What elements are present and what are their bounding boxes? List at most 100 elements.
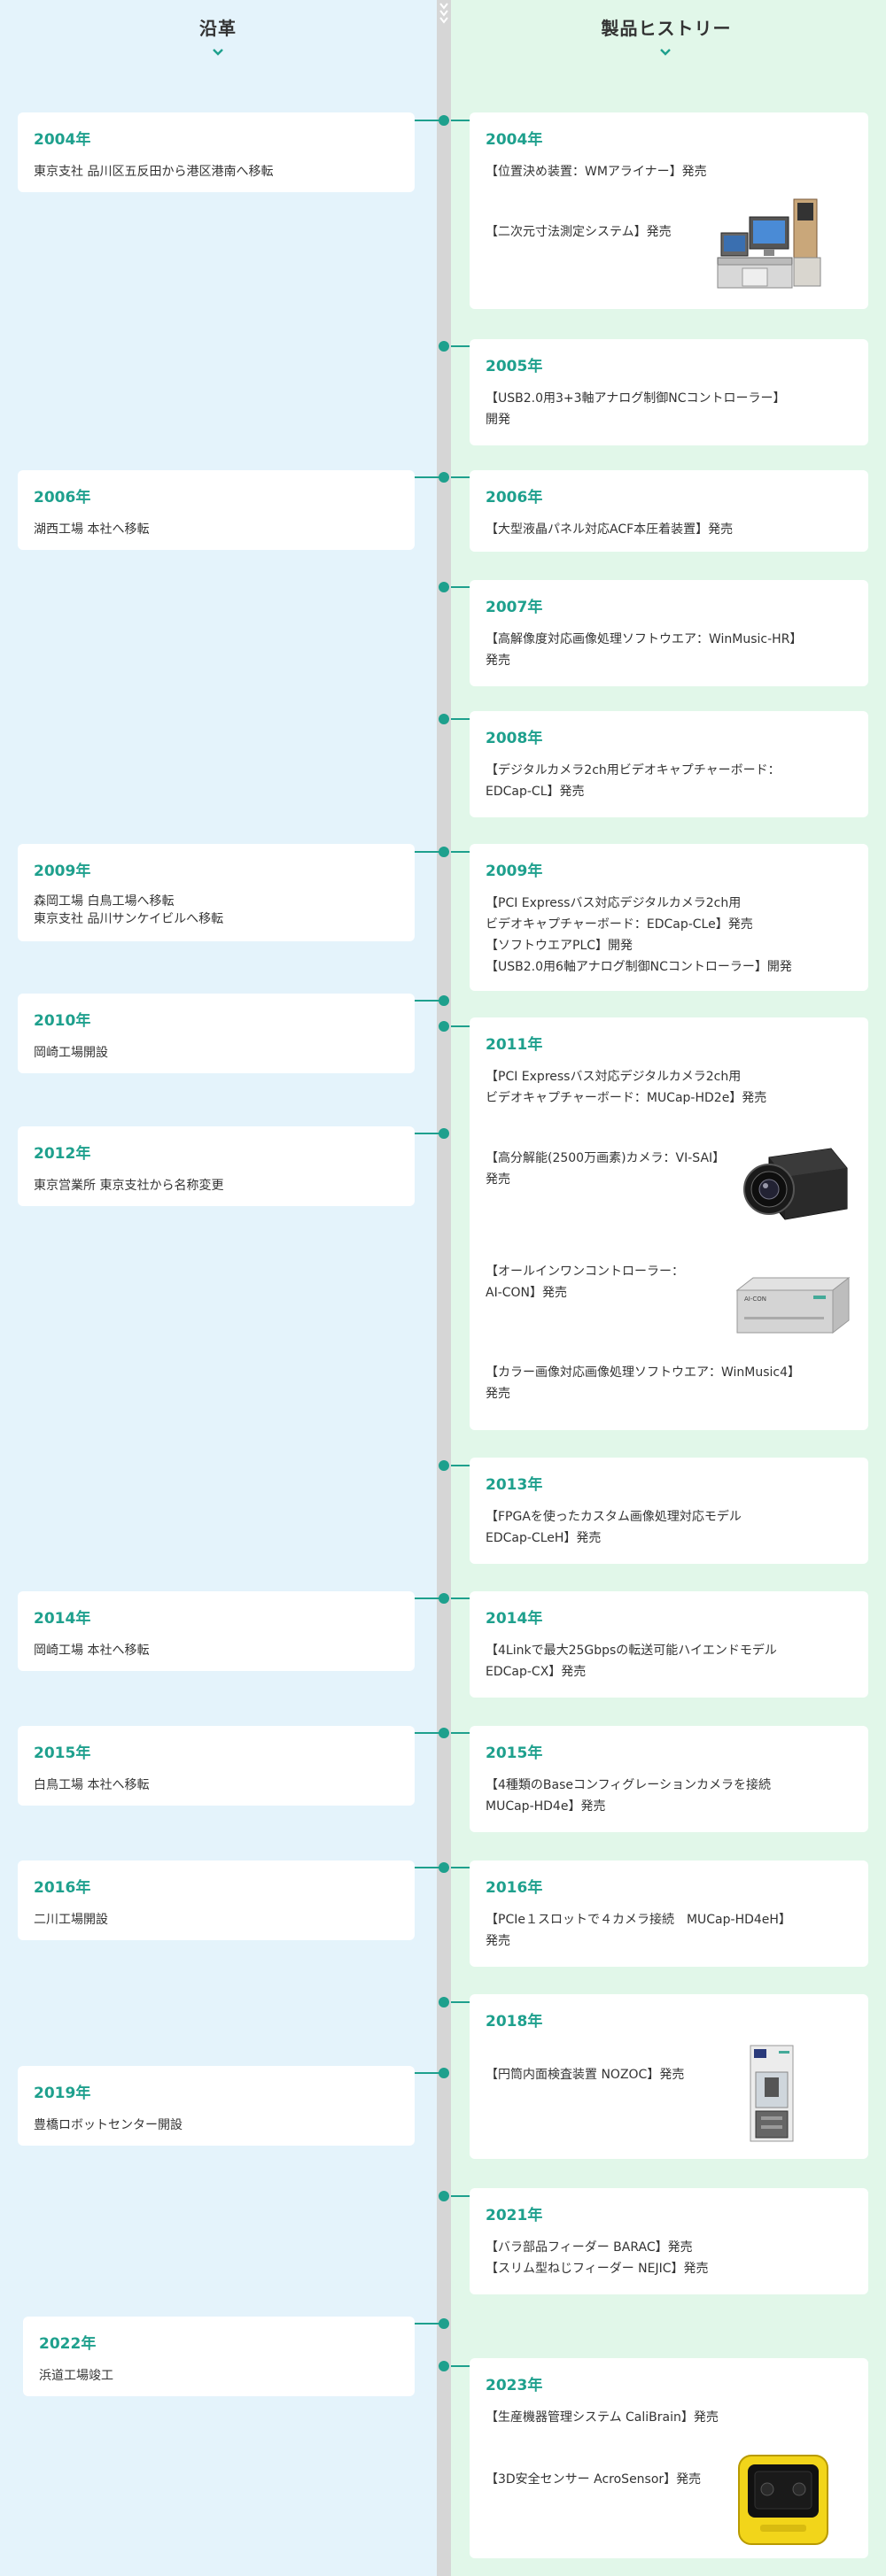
product-card-2015: 2015年 【4種類のBaseコンフィグレーションカメラを接続 MUCap-HD… xyxy=(470,1726,868,1832)
timeline-dot xyxy=(439,2318,449,2329)
measurement-system-icon xyxy=(717,198,821,289)
product-text: 【デジタルカメラ2ch用ビデオキャプチャーボード： xyxy=(486,763,781,777)
product-text: 【ソフトウエアPLC】開発 xyxy=(486,939,633,953)
connector xyxy=(451,1732,470,1734)
product-history-title: 製品ヒストリー xyxy=(601,18,732,39)
connector xyxy=(415,1732,444,1734)
history-card-2022: 2022年 浜道工場竣工 xyxy=(23,2317,415,2396)
connector xyxy=(451,1597,470,1599)
timeline-dot xyxy=(439,1460,449,1471)
history-card-2004: 2004年 東京支社 品川区五反田から港区港南へ移転 xyxy=(18,112,415,192)
product-text: 【PCI Expressバス対応デジタルカメラ2ch用 xyxy=(486,896,742,910)
product-year: 2015年 xyxy=(486,1744,543,1762)
product-card-2014: 2014年 【4Linkで最大25Gbpsの転送可能ハイエンドモデル EDCap… xyxy=(470,1591,868,1698)
product-text: 開発 xyxy=(486,413,510,427)
timeline-dot xyxy=(439,995,449,1006)
connector xyxy=(451,2365,470,2367)
product-year: 2008年 xyxy=(486,730,543,747)
timeline-dot xyxy=(439,1862,449,1873)
history-year: 2010年 xyxy=(34,1012,91,1030)
chevron-down-icon xyxy=(213,49,223,56)
sensor-icon xyxy=(738,2455,828,2545)
product-year: 2006年 xyxy=(486,489,543,507)
product-year: 2023年 xyxy=(486,2377,543,2394)
history-card-2006: 2006年 湖西工場 本社へ移転 xyxy=(18,470,415,550)
product-card-2016: 2016年 【PCIe１スロットで４カメラ接続 MUCap-HD4eH】 発売 xyxy=(470,1860,868,1967)
connector xyxy=(451,1465,470,1466)
history-text: 東京支社 品川区五反田から港区港南へ移転 xyxy=(34,165,274,179)
product-text: ビデオキャプチャーボード：MUCap-HD2e】発売 xyxy=(486,1091,767,1105)
history-year: 2014年 xyxy=(34,1610,91,1628)
product-text: 【USB2.0用6軸アナログ制御NCコントローラー】開発 xyxy=(486,960,792,974)
product-text: EDCap-CX】発売 xyxy=(486,1665,587,1679)
controller-label: AI-CON xyxy=(744,1296,766,1303)
product-year: 2007年 xyxy=(486,599,543,616)
connector xyxy=(451,1867,470,1868)
product-card-2021: 2021年 【バラ部品フィーダー BARAC】発売 【スリム型ねじフィーダー N… xyxy=(470,2188,868,2294)
product-card-2023: 2023年 【生産機器管理システム CaliBrain】発売 【3D安全センサー… xyxy=(470,2358,868,2558)
product-card-2018: 2018年 【円筒内面検査装置 NOZOC】発売 xyxy=(470,1994,868,2159)
product-card-2005: 2005年 【USB2.0用3+3軸アナログ制御NCコントローラー】 開発 xyxy=(470,339,868,445)
connector xyxy=(415,476,444,478)
product-text: 【4種類のBaseコンフィグレーションカメラを接続 xyxy=(486,1778,772,1792)
history-card-2015: 2015年 白鳥工場 本社へ移転 xyxy=(18,1726,415,1806)
product-text: 発売 xyxy=(486,1172,510,1187)
product-text: 発売 xyxy=(486,1934,510,1948)
history-title: 沿革 xyxy=(199,18,237,39)
connector xyxy=(415,1000,444,1002)
connector xyxy=(415,1597,444,1599)
history-text: 岡崎工場 本社へ移転 xyxy=(34,1644,150,1658)
connector xyxy=(451,345,470,347)
connector xyxy=(451,586,470,588)
timeline-dot xyxy=(439,472,449,483)
timeline-dot xyxy=(439,1593,449,1604)
timeline-dot xyxy=(439,2068,449,2078)
connector xyxy=(415,120,444,121)
product-card-2004: 2004年 【位置決め装置：WMアライナー】発売 【二次元寸法測定システム】発売 xyxy=(470,112,868,309)
timeline-dot xyxy=(439,2191,449,2201)
product-card-2009: 2009年 【PCI Expressバス対応デジタルカメラ2ch用 ビデオキャプ… xyxy=(470,844,868,991)
product-text: ビデオキャプチャーボード：EDCap-CLe】発売 xyxy=(486,917,753,932)
history-card-2014: 2014年 岡崎工場 本社へ移転 xyxy=(18,1591,415,1671)
history-year: 2016年 xyxy=(34,1879,91,1897)
product-text: 【高解像度対応画像処理ソフトウエア：WinMusic-HR】 xyxy=(486,632,803,646)
timeline-dot xyxy=(439,341,449,352)
history-year: 2022年 xyxy=(39,2335,97,2353)
product-year: 2013年 xyxy=(486,1476,543,1494)
inspection-machine-icon xyxy=(750,2045,794,2142)
history-year: 2009年 xyxy=(34,863,91,880)
history-year: 2019年 xyxy=(34,2085,91,2102)
timeline-dot xyxy=(439,847,449,857)
history-text: 岡崎工場開設 xyxy=(34,1046,108,1060)
history-text: 森岡工場 白鳥工場へ移転 xyxy=(34,894,175,909)
history-card-2016: 2016年 二川工場開設 xyxy=(18,1860,415,1940)
product-card-2006: 2006年 【大型液晶パネル対応ACF本圧着装置】発売 xyxy=(470,470,868,552)
product-text: 【バラ部品フィーダー BARAC】発売 xyxy=(486,2240,693,2255)
product-text: 【大型液晶パネル対応ACF本圧着装置】発売 xyxy=(486,522,734,537)
connector xyxy=(415,1133,444,1134)
history-year: 2012年 xyxy=(34,1145,91,1163)
product-text: 【4Linkで最大25Gbpsの転送可能ハイエンドモデル xyxy=(486,1644,777,1658)
product-text: MUCap-HD4e】発売 xyxy=(486,1799,606,1814)
timeline-dot xyxy=(439,1128,449,1139)
product-card-2013: 2013年 【FPGAを使ったカスタム画像処理対応モデル EDCap-CLeH】… xyxy=(470,1458,868,1564)
product-year: 2014年 xyxy=(486,1610,543,1628)
product-card-2007: 2007年 【高解像度対応画像処理ソフトウエア：WinMusic-HR】 発売 xyxy=(470,580,868,686)
product-text: 【スリム型ねじフィーダー NEJIC】発売 xyxy=(486,2262,709,2276)
product-card-2011: 2011年 【PCI Expressバス対応デジタルカメラ2ch用 ビデオキャプ… xyxy=(470,1017,868,1430)
connector xyxy=(415,851,444,853)
connector xyxy=(451,476,470,478)
product-year: 2018年 xyxy=(486,2013,543,2031)
product-year: 2021年 xyxy=(486,2207,543,2224)
product-text: 【カラー画像対応画像処理ソフトウエア：WinMusic4】 xyxy=(486,1365,801,1380)
product-text: 【FPGAを使ったカスタム画像処理対応モデル xyxy=(486,1510,742,1524)
product-text: 【オールインワンコントローラー： xyxy=(486,1265,684,1279)
history-column xyxy=(0,0,437,2576)
history-text: 豊橋ロボットセンター開設 xyxy=(34,2118,183,2132)
connector xyxy=(415,1867,444,1868)
product-year: 2016年 xyxy=(486,1879,543,1897)
timeline-dot xyxy=(439,1728,449,1738)
history-text: 二川工場開設 xyxy=(34,1913,108,1927)
product-text: 【円筒内面検査装置 NOZOC】発売 xyxy=(486,2068,685,2082)
